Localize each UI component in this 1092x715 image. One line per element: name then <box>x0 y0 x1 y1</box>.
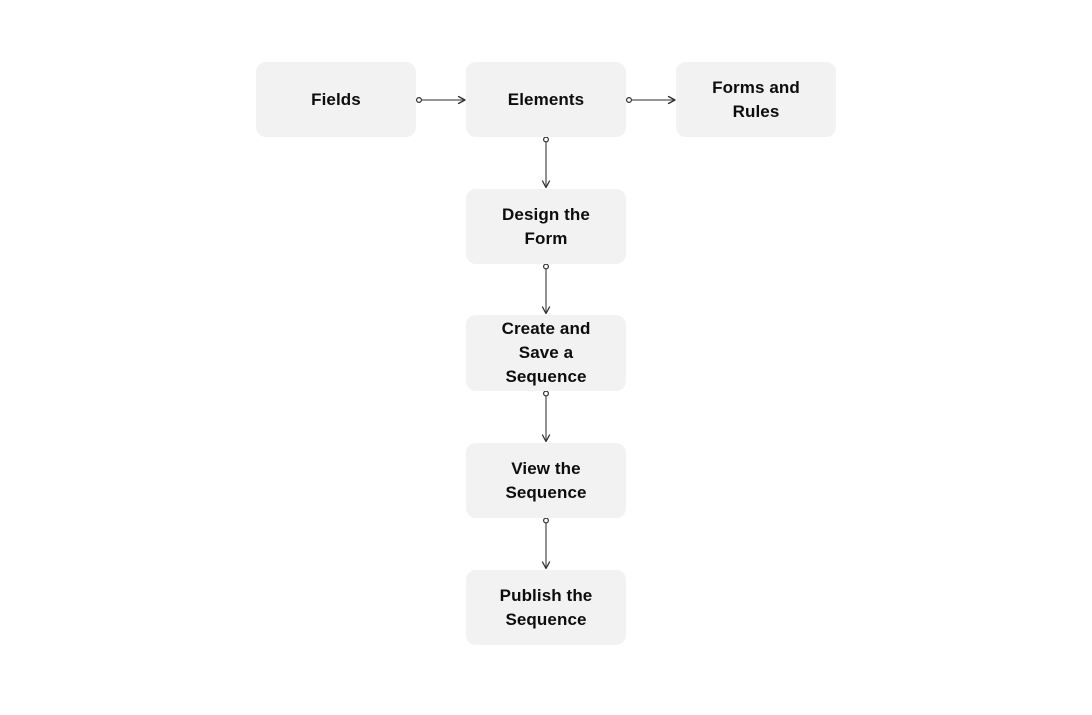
node-fields: Fields <box>256 62 416 137</box>
edge-start-dot <box>542 390 549 397</box>
edge-arrowhead <box>541 434 551 443</box>
node-view-the-sequence: View the Sequence <box>466 443 626 518</box>
edge-start-dot <box>542 136 549 143</box>
edge-start-dot <box>542 263 549 270</box>
arrow-view-the-sequence-to-publish-the-sequence <box>541 517 551 570</box>
arrow-design-the-form-to-create-and-save-a-sequence <box>541 263 551 315</box>
node-elements: Elements <box>466 62 626 137</box>
edge-arrowhead <box>667 95 676 105</box>
edge-start-dot <box>416 96 423 103</box>
node-create-and-save-a-sequence: Create and Save a Sequence <box>466 315 626 391</box>
arrow-elements-to-design-the-form <box>541 136 551 189</box>
arrow-fields-to-elements <box>416 95 466 105</box>
node-design-the-form: Design the Form <box>466 189 626 264</box>
arrow-elements-to-forms-and-rules <box>625 95 676 105</box>
edge-arrowhead <box>541 180 551 189</box>
arrow-create-and-save-a-sequence-to-view-the-sequence <box>541 390 551 443</box>
node-publish-the-sequence: Publish the Sequence <box>466 570 626 645</box>
node-forms-and-rules: Forms and Rules <box>676 62 836 137</box>
edge-start-dot <box>625 96 632 103</box>
edge-arrowhead <box>541 306 551 315</box>
edge-arrowhead <box>541 561 551 570</box>
edge-arrowhead <box>457 95 466 105</box>
edge-start-dot <box>542 517 549 524</box>
